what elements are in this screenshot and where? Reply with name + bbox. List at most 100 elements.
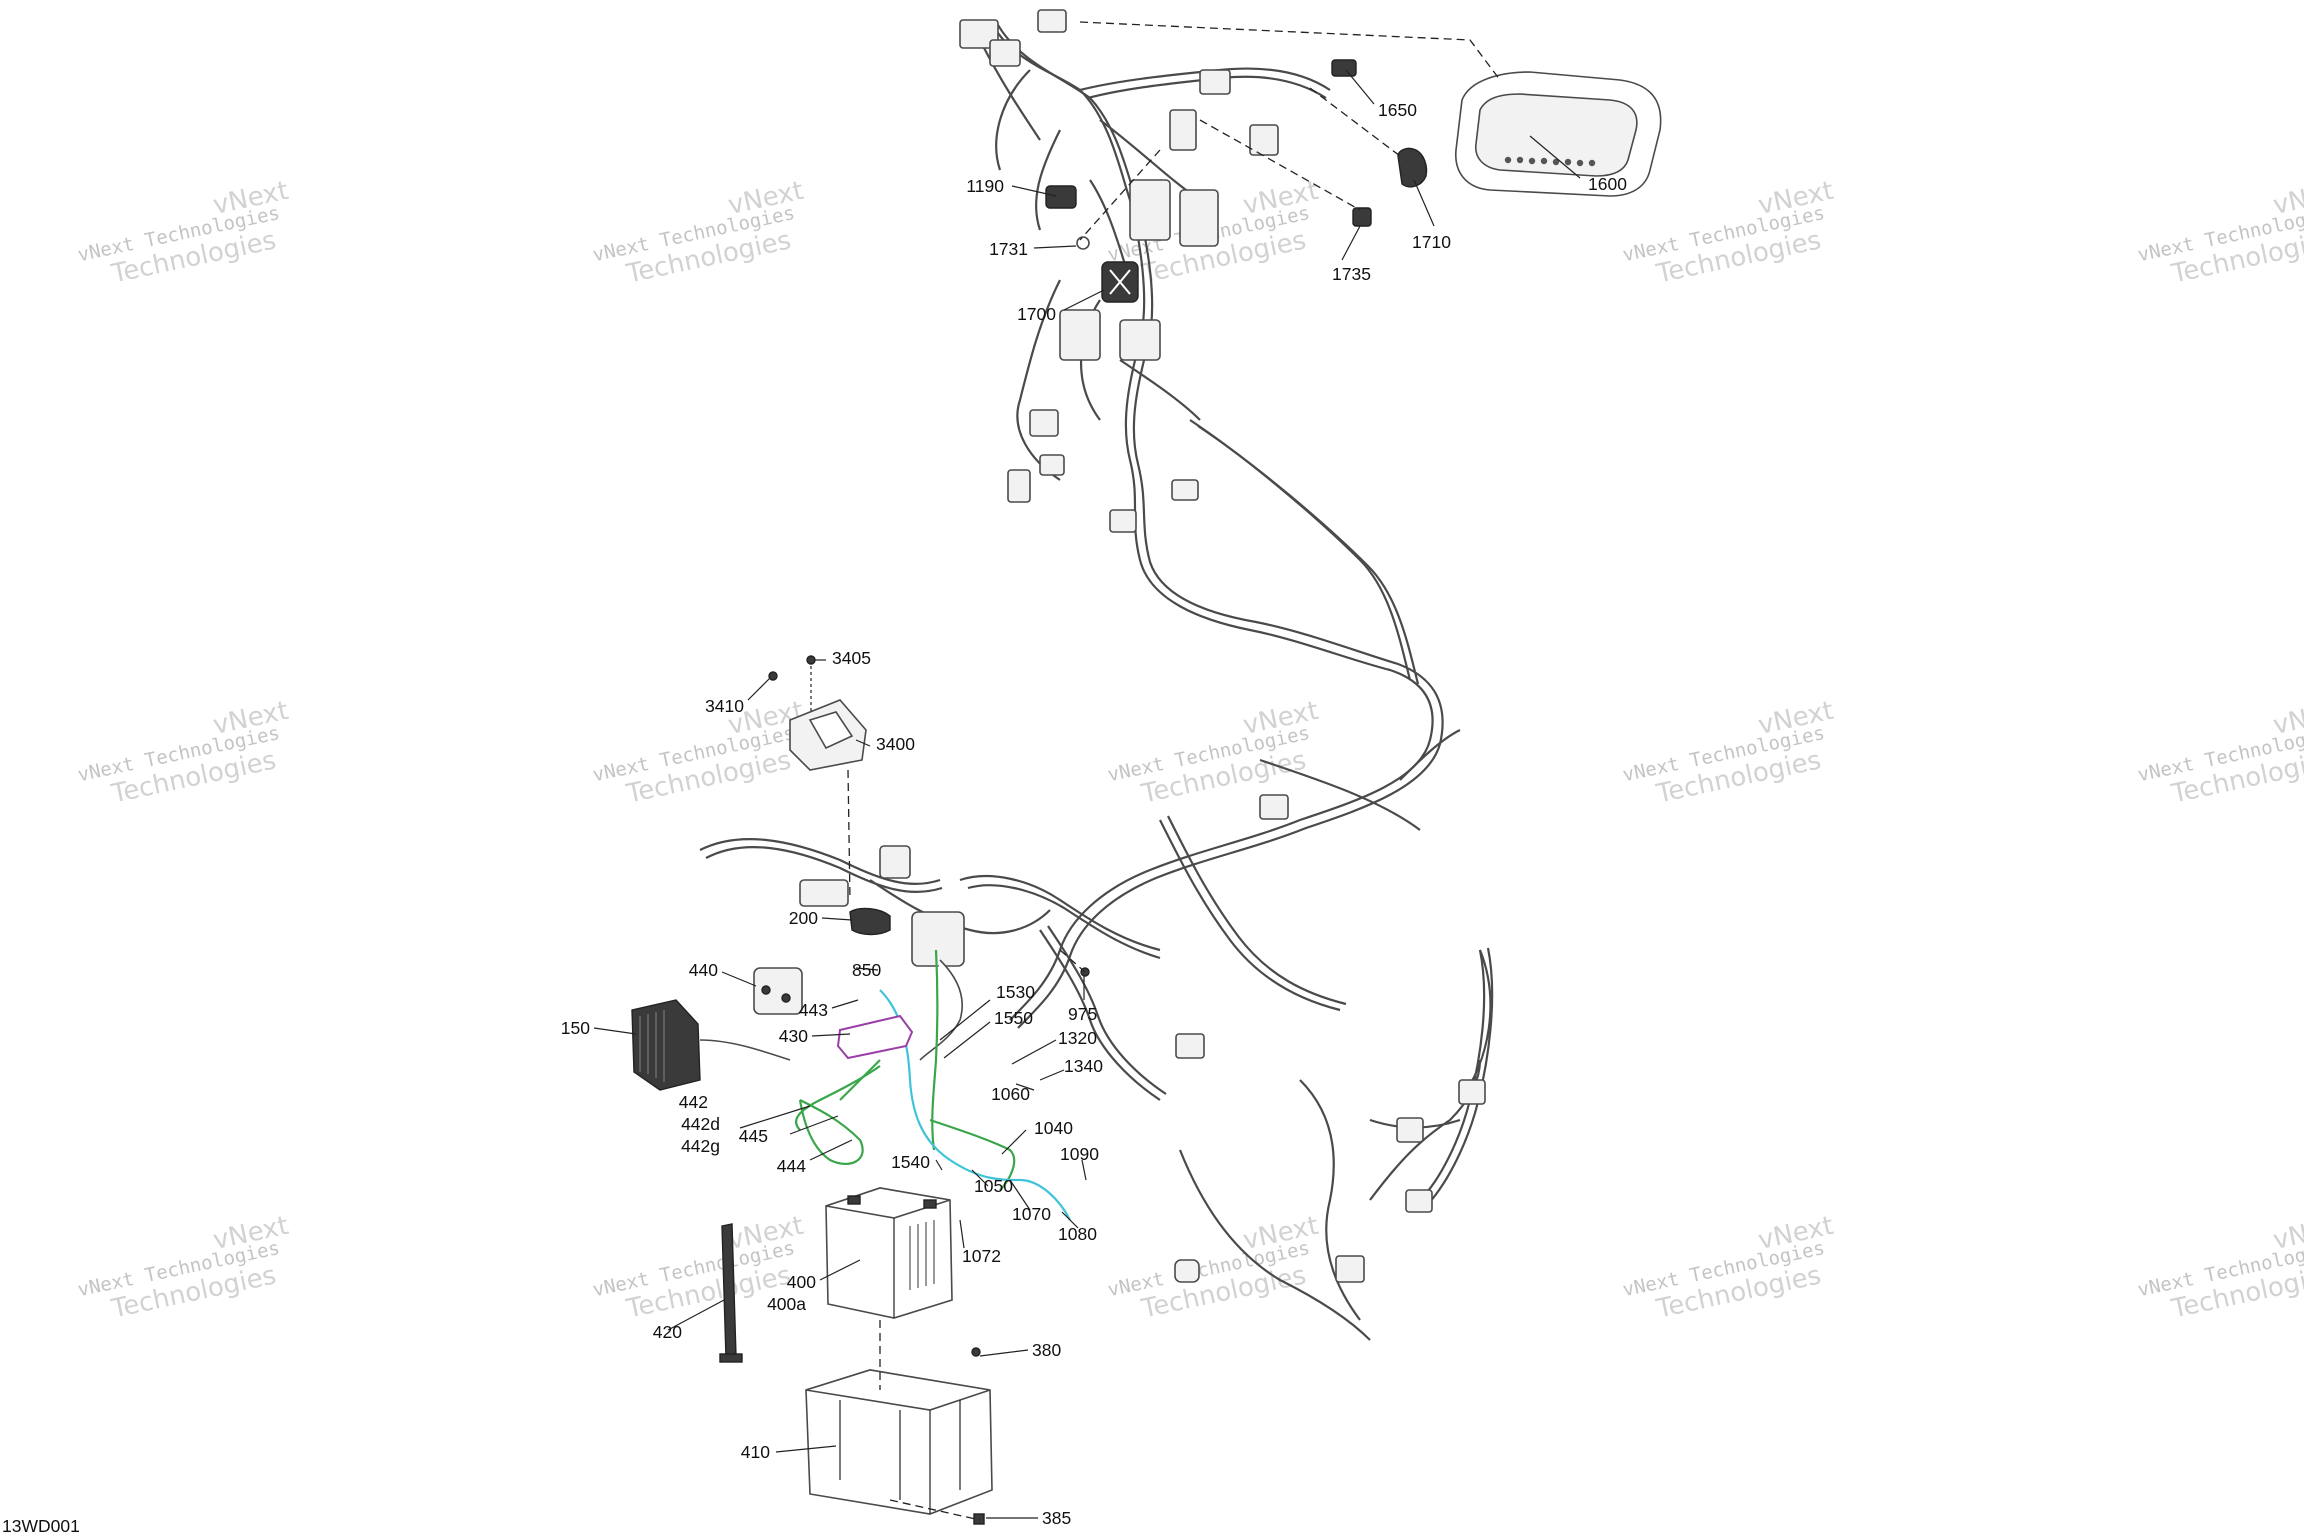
callout-430: 430 bbox=[779, 1026, 808, 1046]
bolt-3405 bbox=[806, 655, 816, 665]
sensor-1735 bbox=[1352, 207, 1372, 227]
connector-side bbox=[1249, 124, 1279, 156]
module-440 bbox=[753, 967, 803, 1015]
leader-lines bbox=[593, 69, 1581, 1519]
connector-lower-left bbox=[1029, 409, 1059, 437]
relay-block bbox=[1179, 189, 1219, 247]
callout-440: 440 bbox=[689, 960, 718, 980]
bolt-380 bbox=[971, 1347, 981, 1357]
callout-1540: 1540 bbox=[891, 1152, 930, 1172]
callout-975: 975 bbox=[1068, 1004, 1097, 1024]
connector-r1 bbox=[1458, 1079, 1486, 1105]
relay-pack-left bbox=[1059, 309, 1101, 361]
callout-442d: 442d bbox=[681, 1114, 720, 1134]
callout-1731: 1731 bbox=[989, 239, 1028, 259]
callout-442g: 442g bbox=[681, 1136, 720, 1156]
connector-c4 bbox=[1171, 479, 1199, 501]
harness-connectors bbox=[959, 9, 1486, 1283]
starter-solenoid-200 bbox=[849, 907, 891, 936]
nut-385 bbox=[973, 1513, 985, 1525]
callout-200: 200 bbox=[789, 908, 818, 928]
connector-m3 bbox=[1396, 1117, 1424, 1143]
callout-380: 380 bbox=[1032, 1340, 1061, 1360]
part-callouts: 1650160011901710173117351700340534103400… bbox=[561, 100, 1627, 1528]
figure-code: 13WD001 bbox=[2, 1516, 80, 1536]
connector-plug bbox=[799, 879, 849, 907]
main-wiring-harness bbox=[699, 19, 1494, 1341]
callout-1090: 1090 bbox=[1060, 1144, 1099, 1164]
callout-410: 410 bbox=[741, 1442, 770, 1462]
ecu-area bbox=[753, 845, 1090, 1061]
switch-1710 bbox=[1397, 147, 1428, 188]
grommet bbox=[1174, 1259, 1200, 1283]
connector-c3 bbox=[1109, 509, 1137, 533]
connector-1190 bbox=[1045, 185, 1077, 209]
callout-445: 445 bbox=[739, 1126, 768, 1146]
voltage-regulator-150 bbox=[631, 999, 791, 1091]
relay-pack-right bbox=[1119, 319, 1161, 361]
callout-1050: 1050 bbox=[974, 1176, 1013, 1196]
connector-m4 bbox=[1335, 1255, 1365, 1283]
callout-850: 850 bbox=[852, 960, 881, 980]
callout-150: 150 bbox=[561, 1018, 590, 1038]
callout-1070: 1070 bbox=[1012, 1204, 1051, 1224]
callout-1530: 1530 bbox=[996, 982, 1035, 1002]
callout-3405: 3405 bbox=[832, 648, 871, 668]
callout-1072: 1072 bbox=[962, 1246, 1001, 1266]
connector-r2 bbox=[1405, 1189, 1433, 1213]
clip-1731 bbox=[1076, 236, 1090, 250]
connector-mid bbox=[1259, 794, 1289, 820]
callout-3400: 3400 bbox=[876, 734, 915, 754]
callout-420: 420 bbox=[653, 1322, 682, 1342]
connector-upper bbox=[879, 845, 911, 879]
callout-442: 442 bbox=[679, 1092, 708, 1112]
callout-1710: 1710 bbox=[1412, 232, 1451, 252]
connector-column bbox=[1169, 109, 1197, 151]
assembly-lines bbox=[847, 21, 1501, 1521]
callout-1340: 1340 bbox=[1064, 1056, 1103, 1076]
fuse-block bbox=[1129, 179, 1171, 241]
top-components bbox=[1045, 59, 1428, 303]
connector-top bbox=[1037, 9, 1067, 33]
bracket-3400 bbox=[768, 655, 867, 771]
sensor-1650 bbox=[1331, 59, 1357, 77]
callout-1550: 1550 bbox=[994, 1008, 1033, 1028]
callout-400a: 400a bbox=[767, 1294, 806, 1314]
callout-1735: 1735 bbox=[1332, 264, 1371, 284]
callout-385: 385 bbox=[1042, 1508, 1071, 1528]
callout-1320: 1320 bbox=[1058, 1028, 1097, 1048]
connector-c1 bbox=[1007, 469, 1031, 503]
strap-420 bbox=[719, 1223, 743, 1363]
callout-1080: 1080 bbox=[1058, 1224, 1097, 1244]
callout-1040: 1040 bbox=[1034, 1118, 1073, 1138]
display-gauge-1600 bbox=[1455, 71, 1662, 197]
callout-1600: 1600 bbox=[1588, 174, 1627, 194]
connector-c2 bbox=[1039, 454, 1065, 476]
callout-3410: 3410 bbox=[705, 696, 744, 716]
bolt-3410 bbox=[768, 671, 778, 681]
connector-right bbox=[1199, 69, 1231, 95]
callout-400: 400 bbox=[787, 1272, 816, 1292]
relay-box bbox=[911, 911, 965, 967]
connector-m2 bbox=[1175, 1033, 1205, 1059]
callout-1650: 1650 bbox=[1378, 100, 1417, 120]
callout-1060: 1060 bbox=[991, 1084, 1030, 1104]
callout-1700: 1700 bbox=[1017, 304, 1056, 324]
callout-443: 443 bbox=[799, 1000, 828, 1020]
colored-cables bbox=[795, 949, 1071, 1221]
battery-tray-410 bbox=[805, 1347, 993, 1525]
